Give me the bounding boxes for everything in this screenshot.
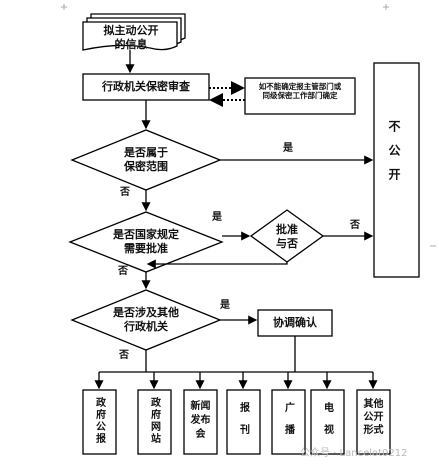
channel-box bbox=[82, 389, 117, 455]
channel-label: 报刊 bbox=[237, 402, 249, 446]
edge-label-agency-yes: 是 bbox=[220, 300, 230, 311]
channel-box bbox=[310, 389, 345, 455]
dotted-connectors bbox=[209, 81, 245, 107]
watermark: 公众号 · Lancelot0212 bbox=[300, 448, 408, 459]
not-public-label: 不公开 bbox=[387, 120, 401, 192]
channel-box bbox=[356, 389, 391, 455]
coordinate-label: 协调确认 bbox=[273, 316, 317, 329]
secret-check-label: 是否属于 保密范围 bbox=[124, 146, 168, 173]
channel-box bbox=[226, 389, 261, 455]
not-public-box bbox=[373, 62, 420, 278]
channel-box bbox=[271, 389, 306, 455]
edge-label-approval-no: 否 bbox=[118, 266, 128, 277]
review-label: 行政机关保密审查 bbox=[102, 80, 190, 93]
channel-box bbox=[137, 389, 172, 455]
uncertain-note-box bbox=[244, 77, 356, 115]
uncertain-note-label: 如不能确定报主管部门或 同级保密工作部门确定 bbox=[258, 82, 342, 101]
start-label: 拟主动公开 的信息 bbox=[103, 24, 159, 51]
approval-check-label: 是否国家规定 需要批准 bbox=[113, 228, 179, 255]
channel-label: 电视 bbox=[321, 402, 333, 446]
channel-label: 广播 bbox=[282, 402, 294, 446]
connectors bbox=[94, 50, 378, 390]
edge-label-secret-no: 否 bbox=[120, 187, 130, 198]
channel-label: 政府网站 bbox=[148, 397, 160, 445]
channel-label: 政府公报 bbox=[93, 397, 105, 445]
edge-label-agency-no: 否 bbox=[119, 350, 129, 361]
approve-label: 批准 与否 bbox=[276, 223, 298, 250]
other-agency-label: 是否涉及其他 行政机关 bbox=[113, 306, 179, 333]
channel-label: 其他公开形式 bbox=[363, 399, 384, 436]
edge-label-approve-no: 否 bbox=[350, 220, 360, 231]
channel-label: 新闻发布会 bbox=[190, 401, 211, 440]
edge-label-approval-yes: 是 bbox=[212, 212, 222, 223]
channel-box bbox=[183, 389, 218, 455]
edge-label-secret-yes: 是 bbox=[283, 143, 293, 154]
